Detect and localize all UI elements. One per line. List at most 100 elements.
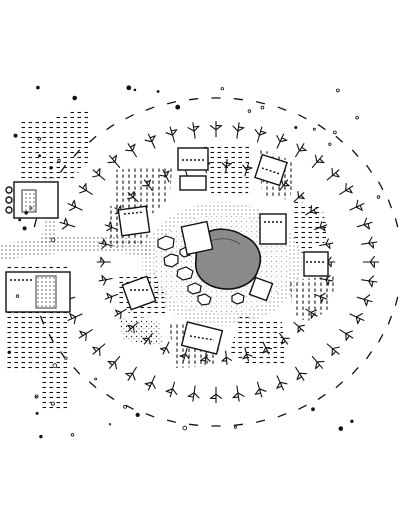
hedge-shrub	[394, 218, 399, 228]
shrub-dot	[24, 211, 29, 215]
hedge-shrub	[349, 313, 365, 325]
shrub-dot	[72, 95, 77, 101]
hedge-shrub	[349, 199, 365, 211]
field-northwest	[18, 110, 90, 182]
boulders	[157, 235, 245, 306]
building-south	[180, 321, 224, 355]
shrub-dot	[50, 401, 55, 406]
hedge-shrub	[188, 98, 199, 101]
hedge-shrub	[104, 292, 119, 303]
shrub-dot	[376, 195, 381, 199]
shrub-dot	[233, 425, 237, 429]
hedge-shrub	[361, 236, 378, 249]
building-east	[259, 213, 287, 245]
hedge-shrub	[92, 343, 106, 357]
hedge-shrub	[277, 413, 287, 418]
scattered-shrubs	[7, 85, 381, 439]
hedge-shrub	[351, 367, 359, 375]
hedge-shrub	[89, 381, 97, 389]
shrub-dot	[15, 294, 20, 298]
hedge-shrub	[339, 182, 354, 195]
shrub-dot	[29, 206, 33, 210]
boulder-6	[231, 292, 245, 305]
hedge-shrub	[351, 149, 359, 157]
building-west-inner	[121, 275, 157, 311]
buildings	[5, 147, 329, 355]
shrub-dot	[123, 404, 127, 409]
hedge-shrub	[98, 274, 113, 286]
hedge-shrub	[254, 126, 267, 143]
hedge-shrub	[125, 366, 137, 381]
hedge-shrub	[78, 329, 93, 342]
hedge-shrub	[298, 114, 307, 120]
hedge-shrub	[317, 394, 326, 400]
hedge-shrub	[319, 238, 334, 250]
hedge-shrub	[298, 404, 307, 410]
hedge-shrub	[73, 367, 81, 375]
hedge-shrub	[144, 375, 156, 391]
hedge-shrub	[378, 181, 384, 190]
shrub-dot	[39, 434, 43, 439]
hedge-shrub	[394, 296, 399, 306]
hedge-shrub	[59, 217, 76, 230]
building-west-large	[5, 271, 71, 313]
shrub-dot	[220, 87, 224, 91]
hedge-shrub	[356, 217, 373, 230]
shrub-dot	[260, 105, 265, 110]
hedge-shrub	[33, 218, 38, 228]
hedge-shrub	[67, 313, 83, 325]
hedge-shrub	[233, 423, 244, 426]
hedge-shrub	[326, 167, 340, 181]
building-east-outer	[303, 251, 329, 277]
hedge-shrub	[89, 135, 97, 143]
shrub-dot	[13, 133, 18, 138]
boulder-2	[163, 253, 179, 268]
shrub-dot	[333, 130, 337, 135]
field-southwest-dots	[118, 318, 162, 346]
shrub-dot	[133, 88, 137, 92]
hedge-shrub	[317, 124, 326, 130]
hedge-shrub	[378, 334, 384, 343]
boulder-3	[176, 266, 194, 281]
hedge-shrub	[187, 122, 200, 139]
shrub-dot	[338, 426, 344, 431]
hedge-shrub	[209, 120, 223, 138]
hedge-shrub	[232, 122, 245, 139]
shrub-dot	[247, 109, 252, 113]
shrub-dot	[36, 85, 40, 90]
hedge-shrub	[277, 106, 287, 111]
building-north-west	[117, 205, 151, 237]
building-inner-west	[180, 220, 214, 256]
shrub-dot	[50, 237, 56, 243]
shrub-dot	[22, 226, 27, 231]
hedge-shrub	[125, 114, 134, 120]
shrub-dot	[312, 127, 316, 131]
hedge-shrub	[188, 423, 199, 426]
hedge-shrub	[78, 182, 93, 195]
building-south-east	[248, 276, 274, 302]
shrub-dot	[328, 142, 332, 146]
hedge-shrub	[295, 366, 307, 381]
hedge-shrub	[145, 106, 155, 111]
hedge-shrub	[339, 329, 354, 342]
hedge-shrub	[295, 143, 307, 158]
shrub-dot	[311, 407, 315, 412]
shrub-dot	[18, 218, 22, 222]
shrub-dot	[294, 126, 298, 130]
hedge-shrub	[362, 255, 380, 269]
hedge-shrub	[106, 124, 115, 130]
hedge-shrub	[255, 419, 266, 423]
boulder-4	[187, 282, 202, 295]
field-east-lower	[290, 276, 336, 322]
shrub-dot	[34, 395, 38, 399]
hedge-shrub	[335, 381, 343, 389]
hedge-shrub	[387, 199, 392, 209]
building-north-east	[254, 153, 288, 187]
hedge-shrub	[125, 143, 137, 158]
hedge-shrub	[326, 343, 340, 357]
boulder-5	[197, 293, 212, 306]
field-east-upper	[292, 200, 330, 254]
building-west-gate	[5, 181, 59, 219]
